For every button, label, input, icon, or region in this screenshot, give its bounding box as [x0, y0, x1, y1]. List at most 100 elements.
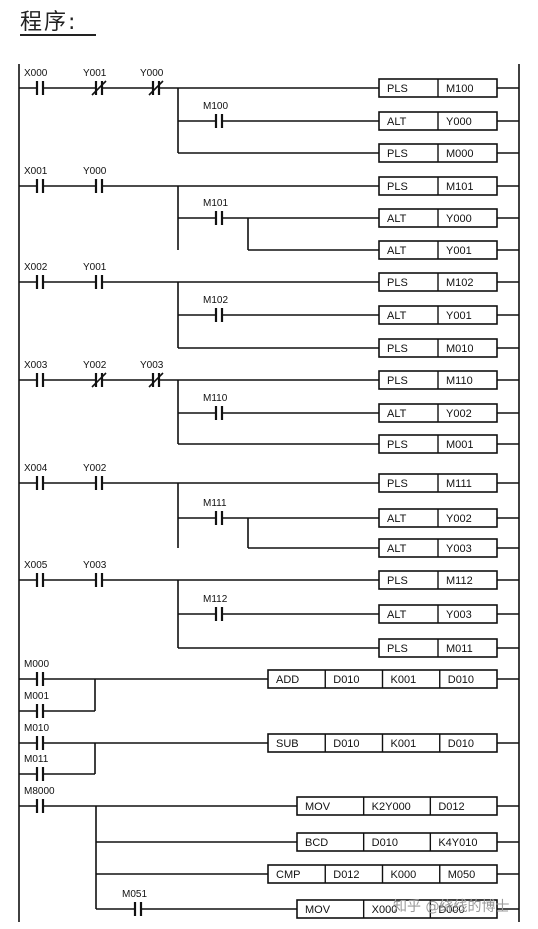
instruction-pls: PLS M010 [378, 338, 498, 358]
contact-label: Y002 [83, 360, 107, 371]
instruction-operand: Y001 [446, 245, 472, 257]
instruction-pls: PLS M112 [378, 570, 498, 590]
instruction-operand: D010 [333, 738, 359, 750]
nc-contact-y001: Y001 [83, 68, 107, 96]
page-title: 程序: [20, 10, 78, 35]
instruction-operand: D012 [438, 801, 464, 813]
instruction-command: PLS [387, 343, 408, 355]
contact-label: M100 [203, 101, 228, 112]
instruction-command: PLS [387, 375, 408, 387]
instruction-operand: K000 [391, 869, 417, 881]
instruction-pls: PLS M011 [378, 638, 498, 658]
instruction-operand: Y002 [446, 513, 472, 525]
no-contact-m110: M110 [203, 393, 228, 420]
no-contact-y002: Y002 [83, 463, 107, 490]
contact-label: Y000 [140, 68, 164, 79]
contact-label: Y001 [83, 262, 107, 273]
instruction-operand: M050 [448, 869, 476, 881]
instruction-operand: M011 [446, 643, 473, 655]
instruction-command: PLS [387, 643, 408, 655]
instruction-command: PLS [387, 181, 408, 193]
instruction-command: CMP [276, 869, 300, 881]
contact-label: X000 [24, 68, 48, 79]
instruction-operand: M110 [446, 375, 473, 387]
instruction-command: PLS [387, 277, 408, 289]
contact-label: Y002 [83, 463, 107, 474]
no-contact-m112: M112 [203, 594, 228, 621]
contact-label: M011 [24, 754, 49, 765]
instruction-operand: Y000 [446, 116, 472, 128]
contact-label: X003 [24, 360, 48, 371]
contact-label: M051 [122, 889, 147, 900]
instruction-operand: D012 [333, 869, 359, 881]
nc-contact-y000: Y000 [140, 68, 164, 96]
instruction-operand: X000 [372, 904, 398, 916]
contact-label: X004 [24, 463, 48, 474]
instruction-operand: D010 [448, 738, 474, 750]
contact-label: M111 [203, 498, 227, 509]
no-contact-m011: M011 [24, 754, 49, 781]
instruction-operand: D010 [372, 837, 398, 849]
instruction-operand: M101 [446, 181, 474, 193]
instruction-command: PLS [387, 575, 408, 587]
instruction-cmp: CMP D012 K000 M050 [267, 864, 498, 884]
instruction-operand: M112 [446, 575, 473, 587]
instruction-operand: D010 [448, 674, 474, 686]
instruction-operand: K2Y000 [372, 801, 411, 813]
no-contact-m000: M000 [24, 659, 49, 686]
instruction-command: ALT [387, 513, 407, 525]
no-contact-m111: M111 [203, 498, 227, 525]
instruction-command: MOV [305, 801, 331, 813]
instruction-alt: ALT Y002 [378, 508, 498, 528]
instruction-operand: Y003 [446, 609, 472, 621]
contact-label: M110 [203, 393, 228, 404]
no-contact-x004: X004 [24, 463, 48, 490]
instruction-bcd: BCD D010 K4Y010 [296, 832, 498, 852]
no-contact-m010: M010 [24, 723, 49, 750]
contact-label: M101 [203, 198, 228, 209]
contact-label: X001 [24, 166, 48, 177]
instruction-operand: Y001 [446, 310, 472, 322]
nc-contact-y003: Y003 [140, 360, 164, 388]
instruction-operand: M000 [446, 148, 474, 160]
instruction-alt: ALT Y000 [378, 111, 498, 131]
nc-contact-y002: Y002 [83, 360, 107, 388]
no-contact-y000: Y000 [83, 166, 107, 193]
no-contact-x005: X005 [24, 560, 48, 587]
instruction-command: ALT [387, 116, 407, 128]
contact-label: Y003 [83, 560, 107, 571]
contact-label: X005 [24, 560, 48, 571]
contact-label: M112 [203, 594, 228, 605]
instruction-command: BCD [305, 837, 328, 849]
instruction-command: ALT [387, 408, 407, 420]
contact-label: M8000 [24, 786, 55, 797]
instruction-command: SUB [276, 738, 299, 750]
instruction-operand: K001 [391, 674, 417, 686]
instruction-command: PLS [387, 478, 408, 490]
instruction-command: PLS [387, 148, 408, 160]
no-contact-x002: X002 [24, 262, 48, 289]
no-contact-m101: M101 [203, 198, 228, 225]
instruction-operand: Y003 [446, 543, 472, 555]
instruction-command: PLS [387, 83, 408, 95]
instruction-command: ADD [276, 674, 299, 686]
no-contact-y001: Y001 [83, 262, 107, 289]
instruction-operand: M010 [446, 343, 474, 355]
no-contact-x001: X001 [24, 166, 48, 193]
no-contact-m051: M051 [122, 889, 147, 916]
contact-label: M001 [24, 691, 49, 702]
instruction-operand: K4Y010 [438, 837, 477, 849]
no-contact-y003: Y003 [83, 560, 107, 587]
no-contact-m001: M001 [24, 691, 49, 718]
contact-label: M102 [203, 295, 228, 306]
